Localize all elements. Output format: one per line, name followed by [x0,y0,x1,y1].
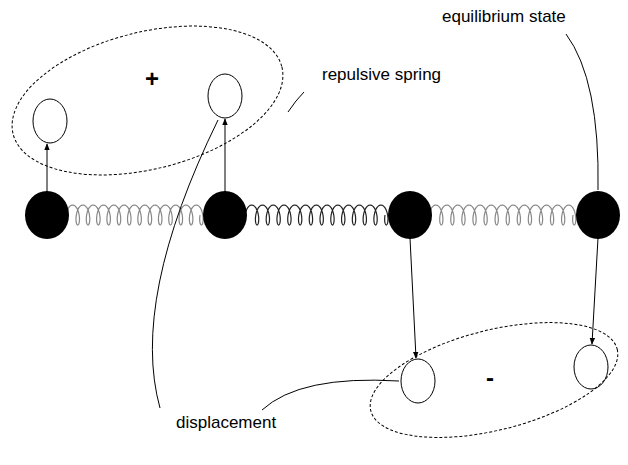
spring-coils [66,205,576,225]
polarity-sign: - [486,366,494,390]
dashed-group-ellipse: + [5,18,290,183]
ellipse-outline [5,18,290,183]
spring-coil [66,205,203,225]
displacement-arrows [47,119,598,358]
annotation-label: repulsive spring [322,65,441,85]
leader-lines [152,34,598,410]
annotation-label: displacement [176,413,276,433]
spring-coil [245,205,388,225]
polarity-sign: + [145,67,159,91]
equilibrium-masses [25,191,620,239]
dashed-group-ellipse: - [363,316,625,444]
ellipse-outline [363,316,625,444]
spring-coil [429,205,576,225]
annotation-label: equilibrium state [442,7,566,27]
displaced-masses [33,74,608,403]
